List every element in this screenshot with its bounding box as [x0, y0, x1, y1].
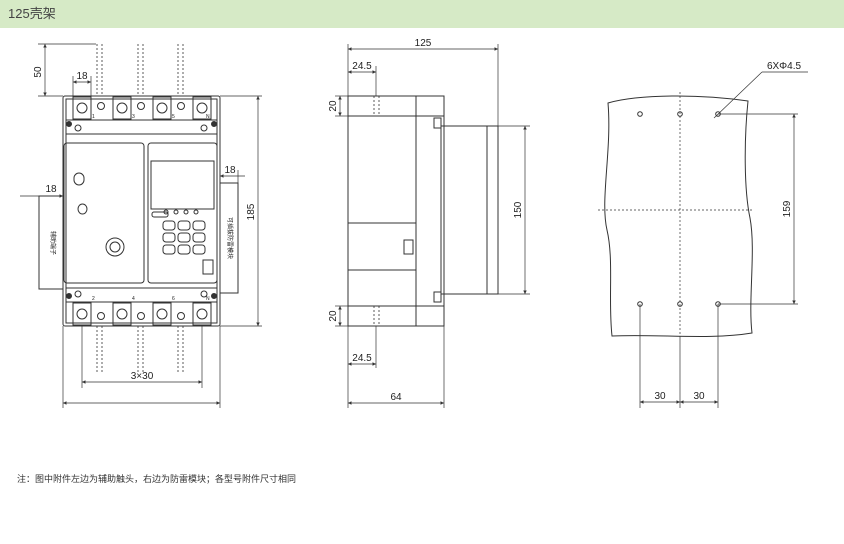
dim-depth: 125: [415, 38, 432, 49]
top-terminals: [72, 96, 212, 132]
busbar-guides: [96, 44, 184, 372]
mounting-view-labels: 6XΦ4.5 159 30 30: [654, 61, 801, 402]
side-view: [335, 44, 530, 408]
dim-left-aux: 18: [45, 184, 57, 195]
dim-offset-bottom: 24.5: [352, 353, 372, 364]
front-view-labels: 50 18 18 18 185 3×30 辅助端子 可插拔防雷模块 1 3 5 …: [33, 66, 257, 382]
dim-body-height: 150: [513, 201, 524, 218]
dim-terminal-top: 20: [328, 100, 339, 112]
dim-right-spacing: 30: [693, 391, 705, 402]
mounting-holes: [637, 111, 721, 307]
dim-left-spacing: 30: [654, 391, 666, 402]
dim-top-height: 50: [33, 66, 44, 78]
phase-label-2: 2: [92, 296, 95, 302]
dim-base-depth: 64: [390, 392, 402, 403]
phase-label-n: N: [206, 114, 210, 120]
phase-label-1: 1: [92, 114, 95, 120]
side-view-labels: 125 24.5 20 150 20 24.5 64: [328, 38, 524, 403]
dim-vertical: 159: [782, 200, 793, 217]
footnote: 注：图中附件左边为辅助触头，右边为防雷模块；各型号附件尺寸相同: [17, 474, 297, 484]
page-title: 125壳架: [8, 6, 56, 21]
page-header: 125壳架: [0, 0, 844, 28]
label-aux-terminal: 辅助端子: [49, 231, 57, 255]
front-view: [20, 43, 262, 408]
dim-total-height: 185: [246, 203, 257, 220]
phase-label-n-bottom: N: [206, 296, 210, 302]
panel-cutout-outline: [604, 95, 753, 337]
phase-label-6: 6: [172, 296, 175, 302]
phase-label-4: 4: [132, 296, 135, 302]
dim-pole-spacing: 3×30: [131, 371, 154, 382]
dim-terminal-bottom: 20: [328, 310, 339, 322]
technical-drawing: 50 18 18 18 185 3×30 辅助端子 可插拔防雷模块 1 3 5 …: [20, 38, 808, 408]
keypad: [162, 220, 206, 255]
dim-offset-top: 24.5: [352, 61, 372, 72]
dim-right-module: 18: [224, 165, 236, 176]
phase-label-5: 5: [172, 114, 175, 120]
mounting-view: [598, 71, 808, 408]
mounting-dims: [639, 71, 808, 408]
bottom-terminals: [72, 290, 212, 326]
phase-label-3: 3: [132, 114, 135, 120]
side-dims: [335, 44, 530, 408]
label-surge-module: 可插拔防雷模块: [226, 217, 234, 259]
dim-holes: 6XΦ4.5: [767, 61, 802, 72]
front-dims: [20, 43, 262, 408]
dim-terminal-width: 18: [76, 71, 88, 82]
